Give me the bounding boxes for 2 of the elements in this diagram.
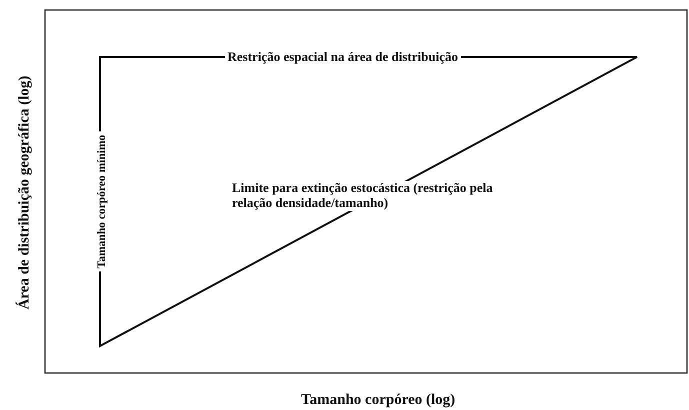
constraint-label: Restrição espacial na área de distribuição (224, 50, 461, 64)
constraint-label: Tamanho corpóreo mínimo (96, 131, 110, 271)
